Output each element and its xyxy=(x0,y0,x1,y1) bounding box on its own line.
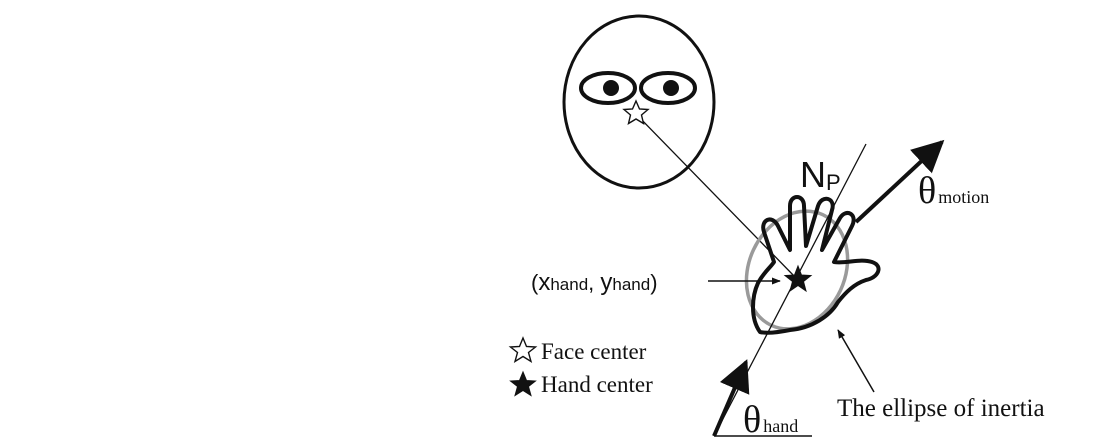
face-center-star-icon xyxy=(624,101,648,124)
legend-face-star-icon xyxy=(511,338,536,362)
legend-face-center-label: Face center xyxy=(541,339,647,364)
legend-hand-center-label: Hand center xyxy=(541,372,653,397)
face-outline xyxy=(564,16,714,188)
ellipse-caption: The ellipse of inertia xyxy=(837,395,1045,422)
ellipse-pointer-arrow xyxy=(838,330,874,392)
theta-hand-sub: hand xyxy=(763,416,798,436)
xy-sep: , xyxy=(588,270,600,295)
xy-hand-label: (xhand, yhand) xyxy=(531,269,658,296)
theta-motion-symbol: θ xyxy=(918,170,936,212)
right-pupil xyxy=(663,80,679,96)
theta-motion-sub: motion xyxy=(938,187,989,207)
xy-y: y xyxy=(600,269,612,296)
left-pupil xyxy=(603,80,619,96)
hand-center-star-icon xyxy=(785,266,811,291)
theta-hand-arrow xyxy=(714,362,746,436)
legend: Face center Hand center xyxy=(511,338,654,397)
face xyxy=(564,16,714,188)
xy-close: ) xyxy=(650,270,657,295)
theta-hand-symbol: θ xyxy=(743,399,761,441)
legend-hand-star-icon xyxy=(511,372,536,396)
xy-x: x xyxy=(538,269,550,296)
xy-y-sub: hand xyxy=(612,275,650,294)
np-sub: P xyxy=(826,170,841,195)
np-main: N xyxy=(800,154,826,195)
xy-x-sub: hand xyxy=(550,275,588,294)
np-label: NP xyxy=(800,154,841,195)
